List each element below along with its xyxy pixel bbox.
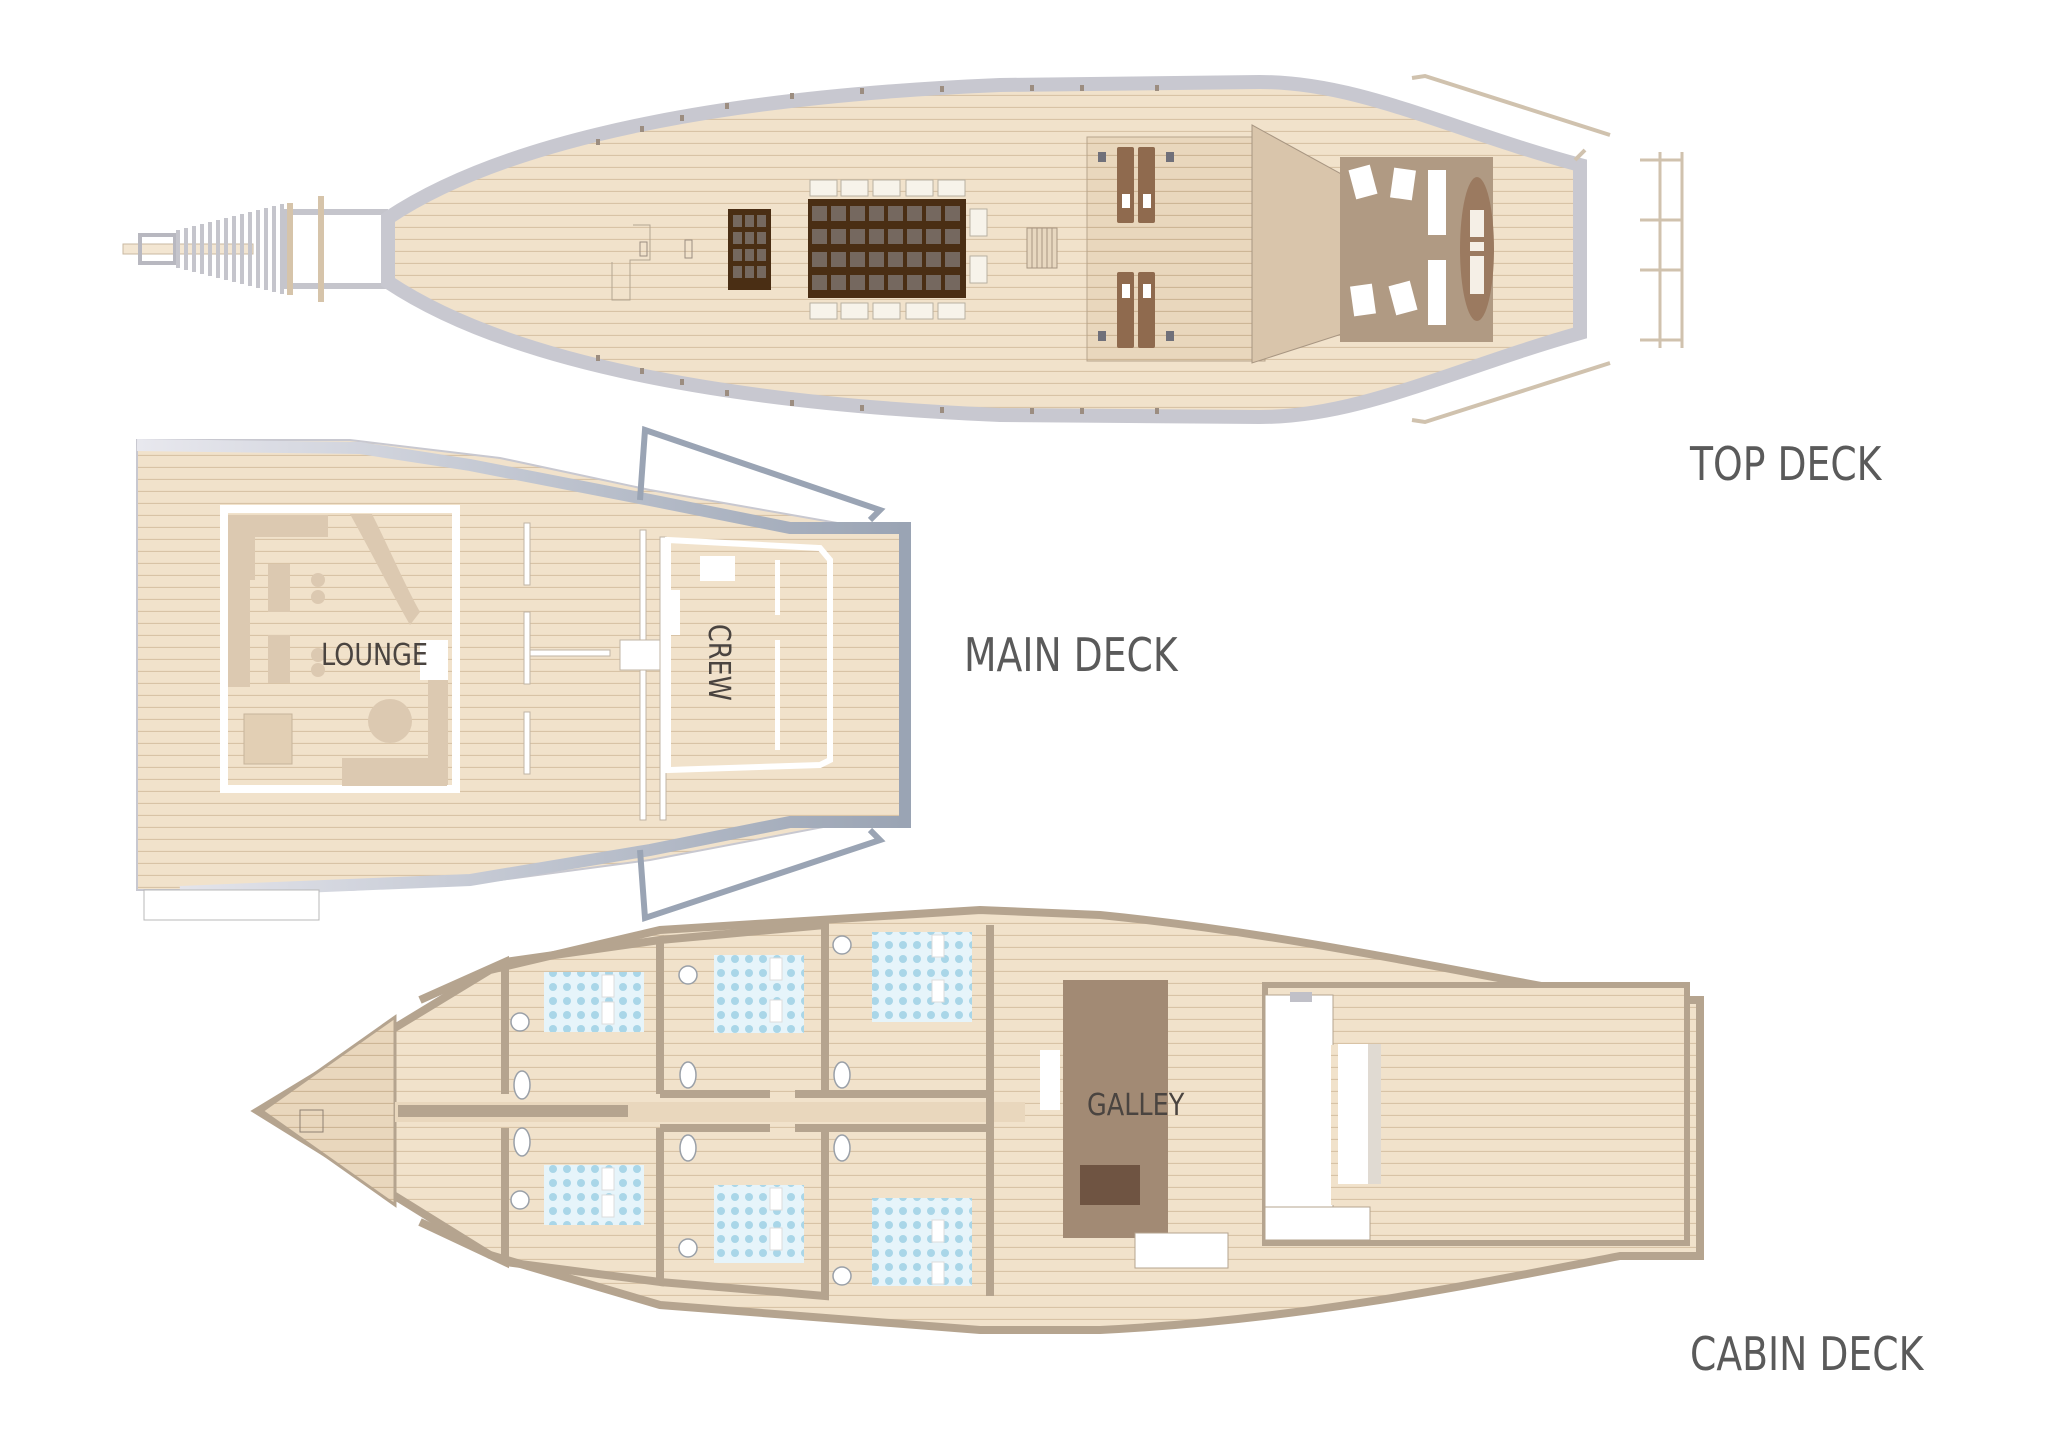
cushion-lounge bbox=[1340, 73, 1684, 425]
galley-label: GALLEY bbox=[1087, 1088, 1185, 1123]
crew-room bbox=[665, 536, 833, 774]
main-deck-rail bbox=[136, 439, 911, 898]
top-deck bbox=[122, 73, 1684, 425]
lounge-label: LOUNGE bbox=[321, 638, 428, 673]
lounge-room bbox=[220, 505, 460, 793]
sunbed-area bbox=[1086, 124, 1346, 364]
main-deck-label: MAIN DECK bbox=[964, 628, 1178, 682]
cabin-beds bbox=[544, 932, 972, 1286]
cabin-walls bbox=[418, 920, 994, 1301]
dining-tables bbox=[728, 179, 988, 320]
top-deck-stairs bbox=[1026, 227, 1058, 269]
rail-posts bbox=[596, 85, 1159, 414]
cabin-bathrooms bbox=[510, 935, 852, 1286]
galley bbox=[1040, 968, 1229, 1269]
cabin-deck bbox=[250, 905, 1704, 1334]
cabin-deck-label: CABIN DECK bbox=[1690, 1327, 1924, 1381]
aft-area bbox=[1262, 982, 1690, 1246]
top-deck-label: TOP DECK bbox=[1690, 437, 1882, 491]
bowsprit bbox=[122, 196, 388, 302]
crew-label: CREW bbox=[701, 624, 736, 701]
main-deck bbox=[136, 425, 911, 923]
